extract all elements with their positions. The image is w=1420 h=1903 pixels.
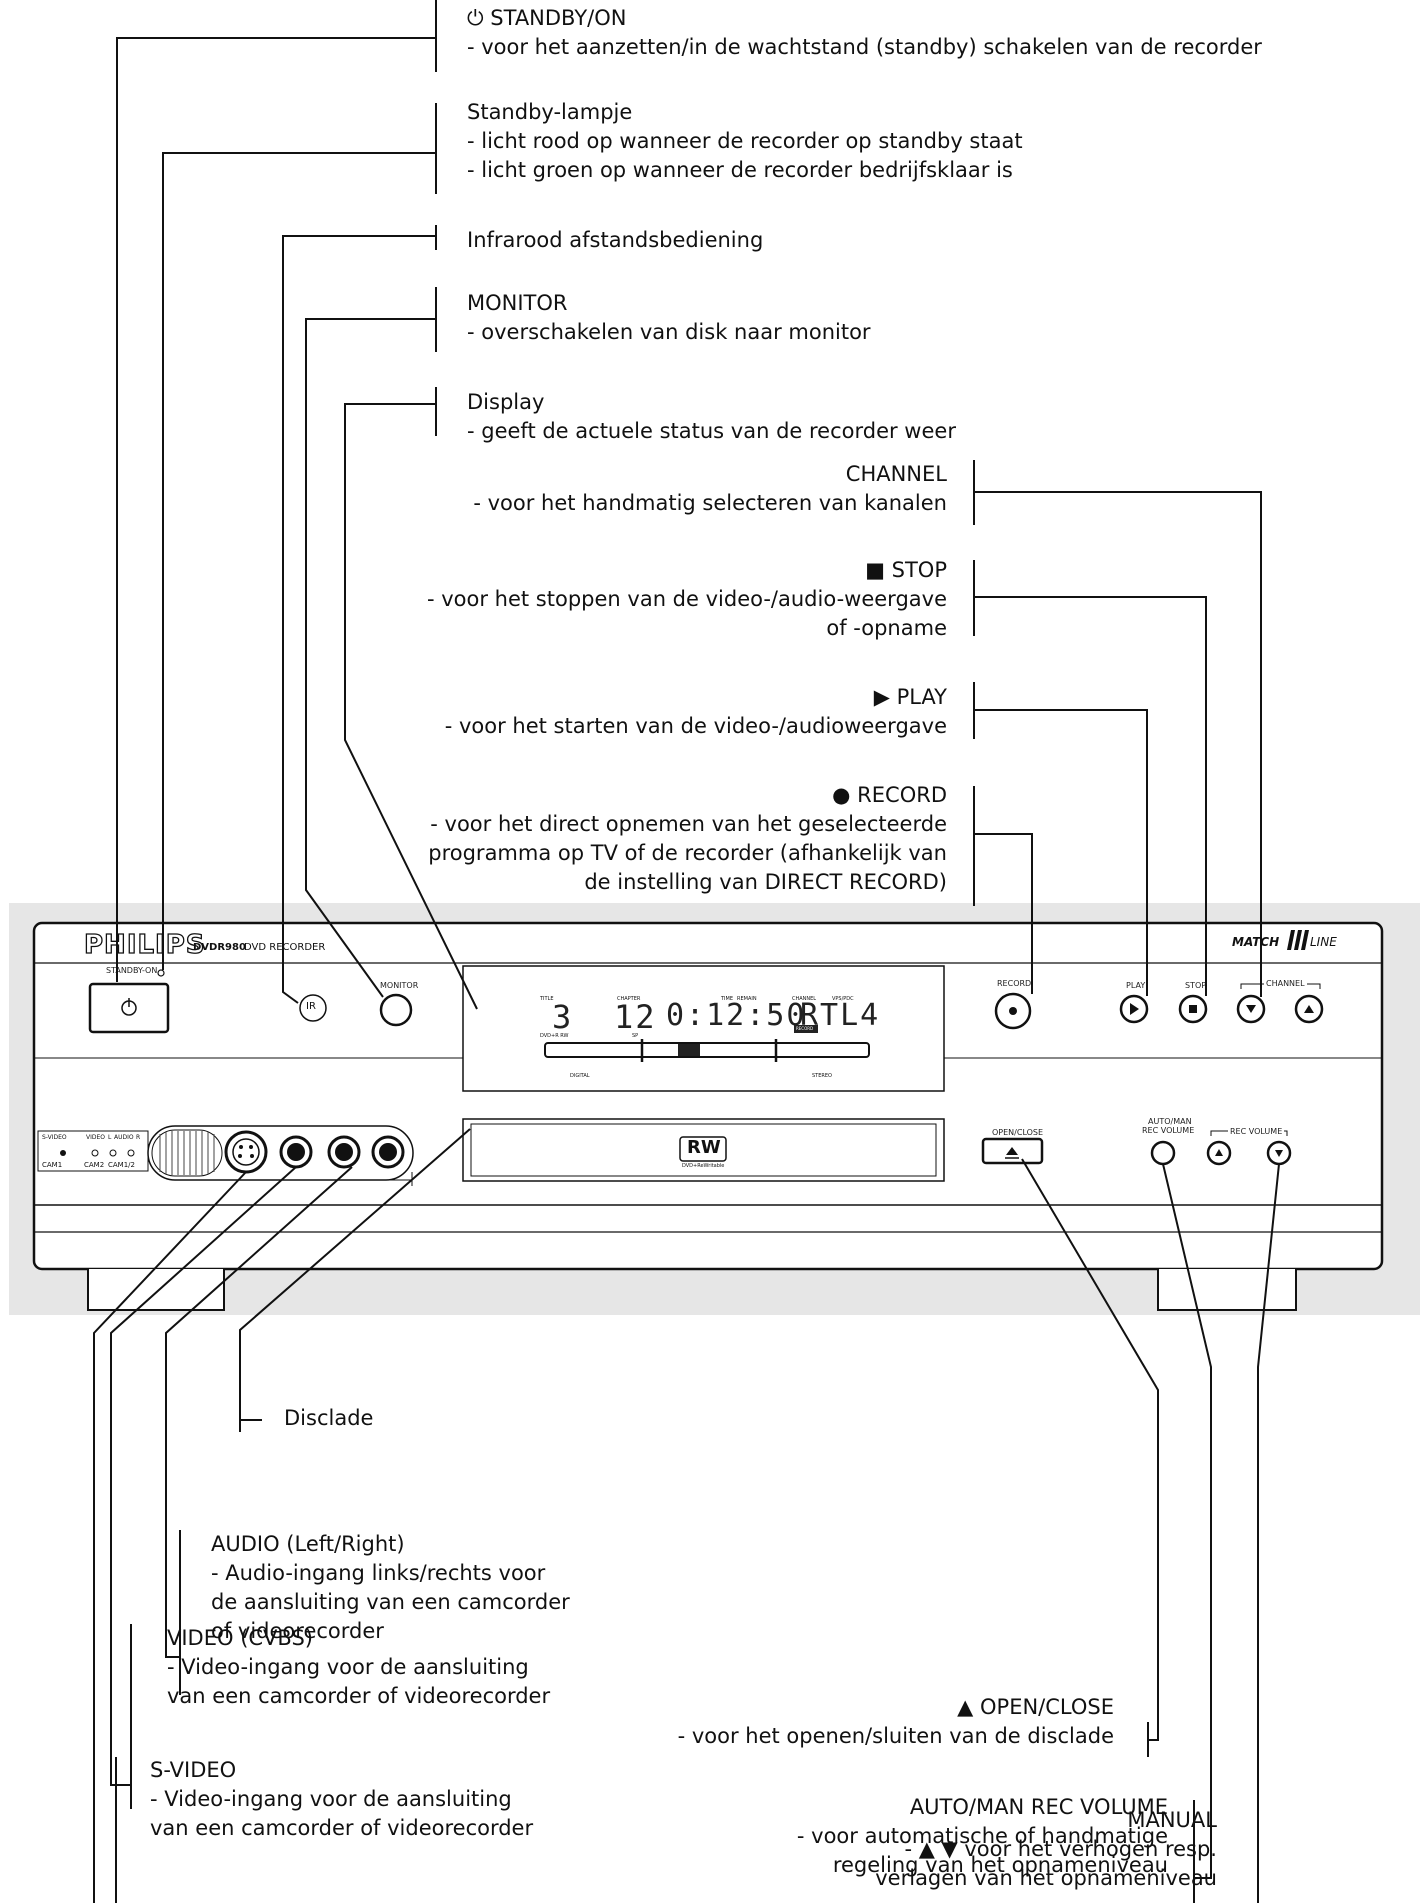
leader-auto-man [1162,1163,1212,1879]
display-vps-label: VPS/PDC [832,996,854,1002]
play-label: PLAY [1126,981,1146,990]
rw-subtext: DVD+ReWritable [682,1163,725,1169]
callout-record: ● RECORD- voor het direct opnemen van he… [428,783,947,894]
matchline-suffix: LINE [1310,935,1337,949]
callout-manual: MANUAL- ▲ ▼ voor het verhogen resp.verla… [875,1808,1217,1890]
leader-display [344,403,478,1010]
display-window [462,965,945,1092]
leader-standby-lamp [162,152,436,970]
display-title-label: TITLE [540,996,554,1002]
audio-r-led [127,1149,135,1157]
model-number: DVDR980 [193,942,246,953]
callout-display: Display- geeft de actuele status van de … [467,390,956,443]
leader-play [974,709,1148,996]
s-video-led [60,1150,66,1156]
display-channel-value: RTL4 [800,998,881,1033]
rec-volume-label: REC VOLUME [1228,1127,1285,1136]
standby-lamp [157,969,165,977]
audio-l-label: L [108,1134,112,1141]
audio-l-led [109,1149,117,1157]
callout-open-close: ▲ OPEN/CLOSE- voor het openen/sluiten va… [677,1695,1114,1748]
callout-monitor: MONITOR- overschakelen van disk naar mon… [467,291,871,344]
ir-label: IR [306,1001,316,1012]
leader-standby [116,37,436,982]
display-channel-label: CHANNEL [792,996,817,1002]
display-chapter-value: 12 [614,998,657,1036]
leader-open-close [1021,1158,1159,1741]
cam1-label: CAM1 [42,1161,63,1169]
callout-standby-lamp: Standby-lampje- licht rood op wanneer de… [467,100,1023,182]
auto-man-rec-volume-label: REC VOLUME [1142,1126,1195,1135]
display-title-value: 3 [552,998,574,1036]
display-stereo: STEREO [812,1073,832,1079]
monitor-button [379,993,413,1027]
rw-logo [679,1136,727,1162]
leader-video [110,1166,297,1786]
callout-standby-on: ⏻ STANDBY/ON- voor het aanzetten/in de w… [467,6,1262,59]
leader-s-video [93,1171,247,1903]
leader-ir [282,235,436,1004]
callout-stop: ■ STOP- voor het stoppen van de video-/a… [426,558,947,640]
leader-audio [165,1166,353,1658]
rw-logo-text: RW [687,1137,721,1158]
leader-disclade [239,1128,471,1421]
model-description: DVD RECORDER [244,942,326,953]
callout-video: VIDEO (CVBS)- Video-ingang voor de aansl… [167,1626,551,1708]
philips-logo: PHILIPS [83,929,206,960]
record-label: RECORD [997,979,1032,988]
callout-audio: AUDIO (Left/Right)- Audio-ingang links/r… [211,1532,570,1643]
ir-sensor [299,994,327,1022]
cam12-label: CAM1/2 [108,1161,135,1169]
callout-s-video: S-VIDEO- Video-ingang voor de aansluitin… [150,1758,534,1840]
leader-record [974,833,1033,994]
video-label: VIDEO [86,1134,106,1141]
display-time-value: 0:12:50 [666,998,807,1033]
channel-label: CHANNEL [1264,979,1307,988]
stop-label: STOP [1185,981,1207,990]
audio-r-label: R [136,1134,141,1141]
display-digital: DIGITAL [570,1073,590,1079]
display-sp: SP [632,1033,639,1039]
callout-ir: Infrarood afstandsbediening [467,228,764,252]
s-video-label: S-VIDEO [42,1134,67,1141]
audio-label: AUDIO [114,1134,134,1141]
video-led [91,1149,99,1157]
callout-play: ▶ PLAY- voor het starten van de video-/a… [444,685,947,738]
leader-monitor [305,318,436,998]
display-dvd-rw: DVD+R RW [540,1033,569,1039]
leader-manual [1257,1163,1280,1903]
display-remain-label: REMAIN [737,996,757,1002]
open-close-label: OPEN/CLOSE [992,1128,1044,1137]
display-record-badge: RECORD [796,1026,814,1031]
leader-stop [974,596,1207,996]
auto-man-label: AUTO/MAN [1148,1117,1192,1126]
monitor-label: MONITOR [380,981,419,990]
callout-disclade: Disclade [284,1406,374,1430]
display-chapter-label: CHAPTER [617,996,641,1002]
standby-on-button [88,982,170,1034]
matchline-logo: MATCH [1232,935,1280,949]
cam2-label: CAM2 [84,1161,105,1169]
display-time-label: TIME [721,996,734,1002]
callout-channel: CHANNEL- voor het handmatig selecteren v… [473,462,947,515]
callout-auto-man-rec-volume: AUTO/MAN REC VOLUME- voor automatische o… [796,1795,1168,1877]
leader-channel [974,491,1262,997]
standby-on-label: STANDBY-ON [106,966,158,975]
